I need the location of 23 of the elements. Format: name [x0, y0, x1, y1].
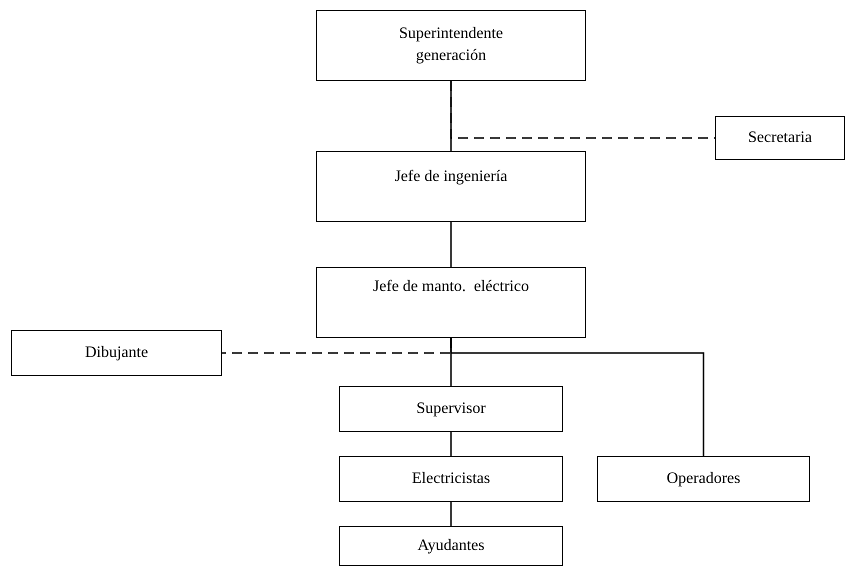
org-box	[316, 151, 586, 222]
role-label: Dibujante	[84, 343, 148, 363]
org-box	[339, 386, 563, 432]
org-box	[339, 456, 563, 502]
role-label: Electricistas	[412, 469, 490, 489]
org-box	[11, 330, 222, 376]
role-label: Superintendente generación	[398, 24, 504, 66]
org-box	[715, 116, 845, 160]
connector-line	[450, 432, 452, 456]
connector-line	[450, 338, 704, 456]
org-box	[316, 10, 586, 81]
org-box	[316, 267, 586, 338]
connector-line	[450, 502, 452, 526]
connector-line	[450, 222, 452, 267]
role-label: Jefe de manto. eléctrico	[373, 277, 529, 297]
connector-line	[450, 81, 452, 151]
org-box	[597, 456, 810, 502]
role-label: Ayudantes	[418, 536, 484, 556]
role-label: Jefe de ingeniería	[394, 167, 508, 187]
org-box	[339, 526, 563, 566]
role-label: Operadores	[666, 469, 740, 489]
role-label: Supervisor	[416, 399, 486, 419]
role-label: Secretaria	[748, 128, 812, 148]
